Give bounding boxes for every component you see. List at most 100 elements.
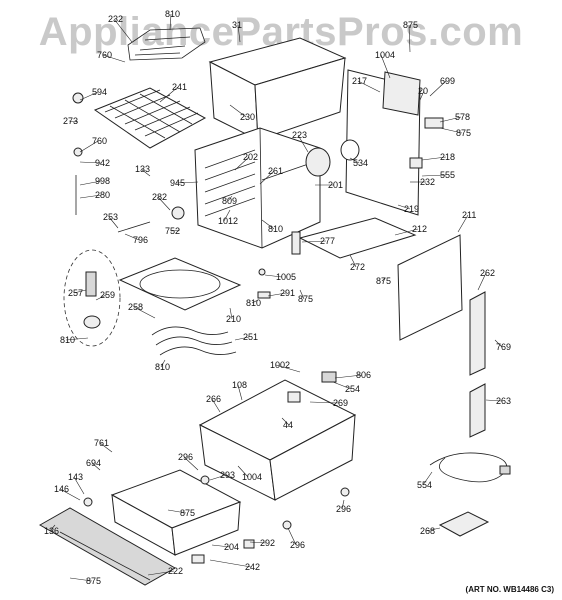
leader-line <box>211 398 221 413</box>
part-callout[interactable]: 254 <box>345 384 360 394</box>
part-callout[interactable]: 998 <box>95 176 110 186</box>
part-callout[interactable]: 293 <box>220 470 235 480</box>
part-callout[interactable]: 251 <box>243 332 258 342</box>
leader-line <box>113 18 133 43</box>
part-callout[interactable]: 253 <box>103 212 118 222</box>
part-callout[interactable]: 1004 <box>242 472 262 482</box>
part-callout[interactable]: 277 <box>320 236 335 246</box>
part-callout[interactable]: 296 <box>290 540 305 550</box>
part-callout[interactable]: 292 <box>260 538 275 548</box>
part-callout[interactable]: 146 <box>54 484 69 494</box>
leader-line <box>79 194 102 199</box>
part-callout[interactable]: 875 <box>180 508 195 518</box>
part-callout[interactable]: 258 <box>128 302 143 312</box>
part-callout[interactable]: 273 <box>63 116 78 126</box>
leader-line <box>209 474 227 481</box>
part-callout[interactable]: 31 <box>232 20 242 30</box>
part-callout[interactable]: 594 <box>92 87 107 97</box>
leader-line <box>439 116 462 123</box>
leader-line <box>73 476 85 495</box>
part-callout[interactable]: 282 <box>152 192 167 202</box>
leader-line <box>275 364 301 373</box>
part-callout[interactable]: 291 <box>280 288 295 298</box>
part-callout[interactable]: 942 <box>95 158 110 168</box>
part-callout[interactable]: 296 <box>336 504 351 514</box>
leader-line <box>169 13 172 31</box>
leader-line <box>99 442 113 453</box>
part-callout[interactable]: 262 <box>480 268 495 278</box>
part-callout[interactable]: 809 <box>222 196 237 206</box>
part-callout[interactable]: 810 <box>60 335 75 345</box>
part-callout[interactable]: 143 <box>68 472 83 482</box>
part-callout[interactable]: 875 <box>456 128 471 138</box>
part-callout[interactable]: 223 <box>292 130 307 140</box>
part-callout[interactable]: 554 <box>417 480 432 490</box>
part-callout[interactable]: 699 <box>440 76 455 86</box>
part-callout[interactable]: 268 <box>420 526 435 536</box>
part-callout[interactable]: 760 <box>97 50 112 60</box>
part-callout[interactable]: 280 <box>95 190 110 200</box>
part-callout[interactable]: 133 <box>135 164 150 174</box>
leader-line <box>68 120 79 123</box>
part-callout[interactable]: 875 <box>376 276 391 286</box>
part-callout[interactable]: 875 <box>298 294 313 304</box>
part-callout[interactable]: 261 <box>268 166 283 176</box>
part-callout[interactable]: 945 <box>170 178 185 188</box>
leader-line <box>133 306 156 319</box>
part-callout[interactable]: 694 <box>86 458 101 468</box>
part-callout[interactable]: 241 <box>172 82 187 92</box>
part-callout[interactable]: 272 <box>350 262 365 272</box>
part-callout[interactable]: 219 <box>404 204 419 214</box>
part-callout[interactable]: 810 <box>165 9 180 19</box>
part-callout[interactable]: 266 <box>206 394 221 404</box>
part-callout[interactable]: 555 <box>440 170 455 180</box>
part-callout[interactable]: 1012 <box>218 216 238 226</box>
part-callout[interactable]: 257 <box>68 288 83 298</box>
part-callout[interactable]: 810 <box>246 298 261 308</box>
part-callout[interactable]: 218 <box>440 152 455 162</box>
part-callout[interactable]: 769 <box>496 342 511 352</box>
part-callout[interactable]: 752 <box>165 226 180 236</box>
part-callout[interactable]: 810 <box>155 362 170 372</box>
part-callout[interactable]: 1005 <box>276 272 296 282</box>
part-callout[interactable]: 20 <box>418 86 428 96</box>
part-callout[interactable]: 217 <box>352 76 367 86</box>
leader-line <box>439 127 463 134</box>
part-callout[interactable]: 806 <box>356 370 371 380</box>
part-callout[interactable]: 875 <box>403 20 418 30</box>
part-callout[interactable]: 296 <box>178 452 193 462</box>
part-callout[interactable]: 1004 <box>375 50 395 60</box>
leader-line <box>167 509 187 514</box>
part-callout[interactable]: 204 <box>224 542 239 552</box>
part-callout[interactable]: 534 <box>353 158 368 168</box>
part-callout[interactable]: 210 <box>226 314 241 324</box>
part-callout[interactable]: 108 <box>232 380 247 390</box>
part-callout[interactable]: 212 <box>412 224 427 234</box>
part-callout[interactable]: 1002 <box>270 360 290 370</box>
part-callout[interactable]: 796 <box>133 235 148 245</box>
part-callout[interactable]: 242 <box>245 562 260 572</box>
callout-labels: 232 810 31 875 1004 760 241 699 594 217 20 578 230 27… <box>44 9 511 586</box>
part-callout[interactable]: 810 <box>268 224 283 234</box>
part-callout[interactable]: 761 <box>94 438 109 448</box>
leader-line <box>160 359 166 368</box>
part-callout[interactable]: 263 <box>496 396 511 406</box>
part-callout[interactable]: 269 <box>333 398 348 408</box>
leader-line <box>421 156 447 161</box>
part-callout[interactable]: 136 <box>44 526 59 536</box>
oven-liner <box>194 127 321 249</box>
leader-line <box>477 272 487 291</box>
part-callout[interactable]: 259 <box>100 290 115 300</box>
part-callout[interactable]: 211 <box>462 210 476 220</box>
part-callout[interactable]: 578 <box>455 112 470 122</box>
part-callout[interactable]: 760 <box>92 136 107 146</box>
part-callout[interactable]: 232 <box>108 14 123 24</box>
part-callout[interactable]: 44 <box>283 420 293 430</box>
part-callout[interactable]: 230 <box>240 112 255 122</box>
part-callout[interactable]: 202 <box>243 152 258 162</box>
part-callout[interactable]: 201 <box>328 180 343 190</box>
part-callout[interactable]: 232 <box>420 177 435 187</box>
leader-line <box>287 527 297 546</box>
part-callout[interactable]: 875 <box>86 576 101 586</box>
part-callout[interactable]: 222 <box>168 566 183 576</box>
